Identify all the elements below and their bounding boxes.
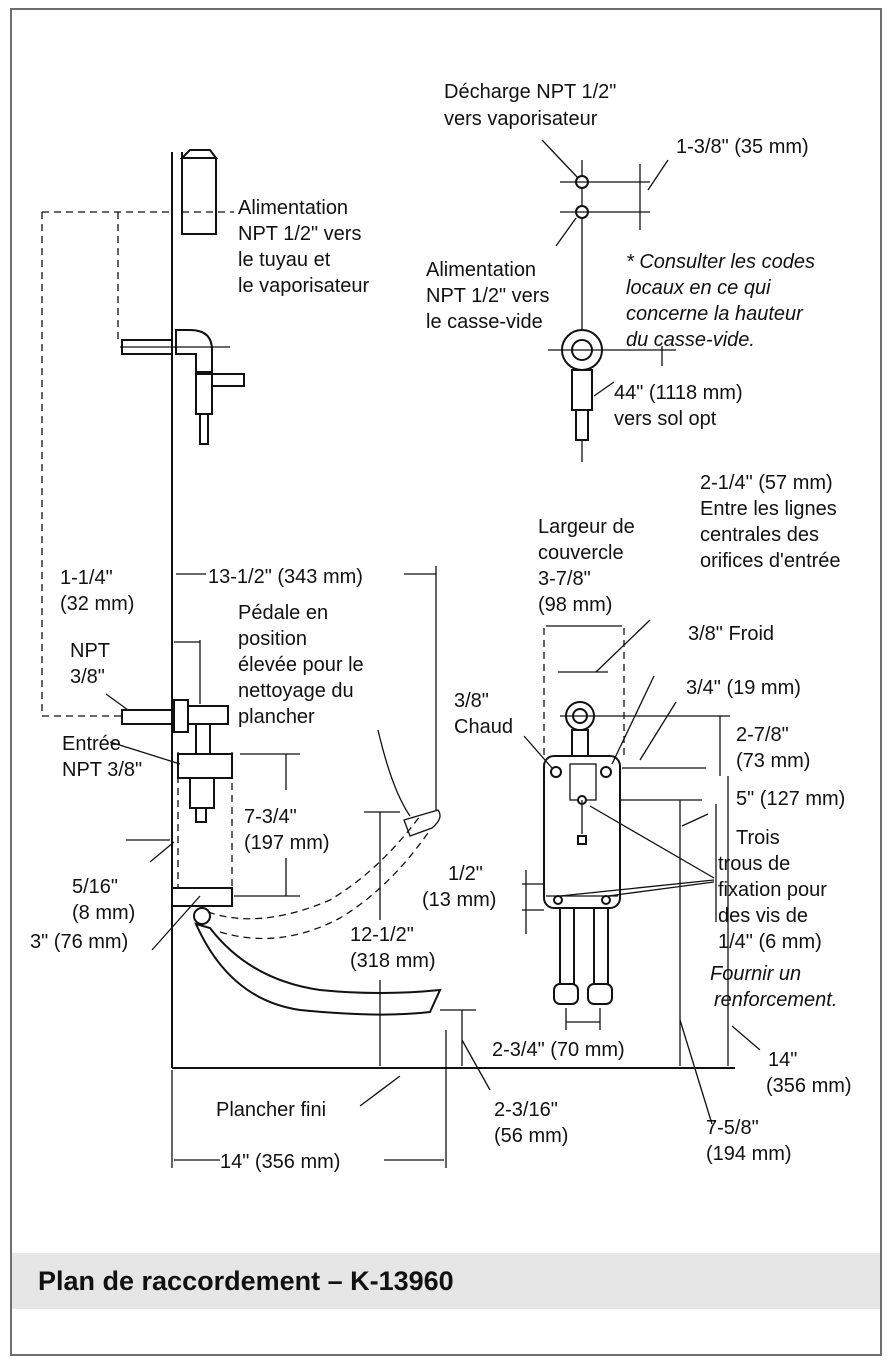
pedal-pivot xyxy=(193,907,211,925)
label-dim-19: 3/4" (19 mm) xyxy=(686,677,801,699)
label-dim-32: 1-1/4"(32 mm) xyxy=(60,567,134,615)
side-view xyxy=(41,149,735,1168)
label-dim-343: 13-1/2" (343 mm) xyxy=(208,566,363,588)
label-dim-73: 2-7/8"(73 mm) xyxy=(736,724,810,772)
lower-supply-nipple xyxy=(121,709,173,725)
page-title: Plan de raccordement – K-13960 xyxy=(38,1266,454,1296)
label-froid: 3/8" Froid xyxy=(688,623,774,645)
foot-pedal-lowered xyxy=(194,922,442,1016)
label-dim-8: 5/16"(8 mm) xyxy=(72,876,135,924)
label-dim-56: 2-3/16"(56 mm) xyxy=(494,1099,568,1147)
cold-inlet xyxy=(600,766,612,778)
label-decharge: Décharge NPT 1/2"vers vaporisateur xyxy=(444,81,616,130)
pedal-mount xyxy=(171,887,233,907)
rough-in-diagram: Décharge NPT 1/2"vers vaporisateur 1-3/8… xyxy=(30,81,852,1173)
vacuum-breaker-front-view xyxy=(541,139,676,462)
label-dim-194: 7-5/8"(194 mm) xyxy=(706,1117,792,1165)
label-dim-356-bottom: 14" (356 mm) xyxy=(220,1151,340,1173)
label-dim-356-right: 14"(356 mm) xyxy=(766,1049,852,1097)
vacuum-breaker-box xyxy=(181,157,217,235)
inlet-valve xyxy=(177,753,233,779)
upper-elbow xyxy=(175,329,213,373)
pedal-valve-front-view xyxy=(522,619,761,1125)
label-dim-318: 12-1/2"(318 mm) xyxy=(350,924,436,972)
label-dim-76: 3" (76 mm) xyxy=(30,931,128,953)
label-dim-70: 2-3/4" (70 mm) xyxy=(492,1039,625,1061)
label-chaud: 3/8"Chaud xyxy=(454,690,513,738)
label-dim-44: 44" (1118 mm)vers sol opt xyxy=(614,382,743,430)
label-dim-127: 5" (127 mm) xyxy=(736,788,845,810)
label-dim-197: 7-3/4"(197 mm) xyxy=(244,806,330,854)
label-plancher: Plancher fini xyxy=(216,1099,326,1121)
label-dim-13: 1/2"(13 mm) xyxy=(422,863,496,911)
page-frame xyxy=(10,8,882,1356)
label-dim-35: 1-3/8" (35 mm) xyxy=(676,136,809,158)
title-bar: Plan de raccordement – K-13960 xyxy=(12,1253,880,1309)
hot-inlet xyxy=(550,766,562,778)
